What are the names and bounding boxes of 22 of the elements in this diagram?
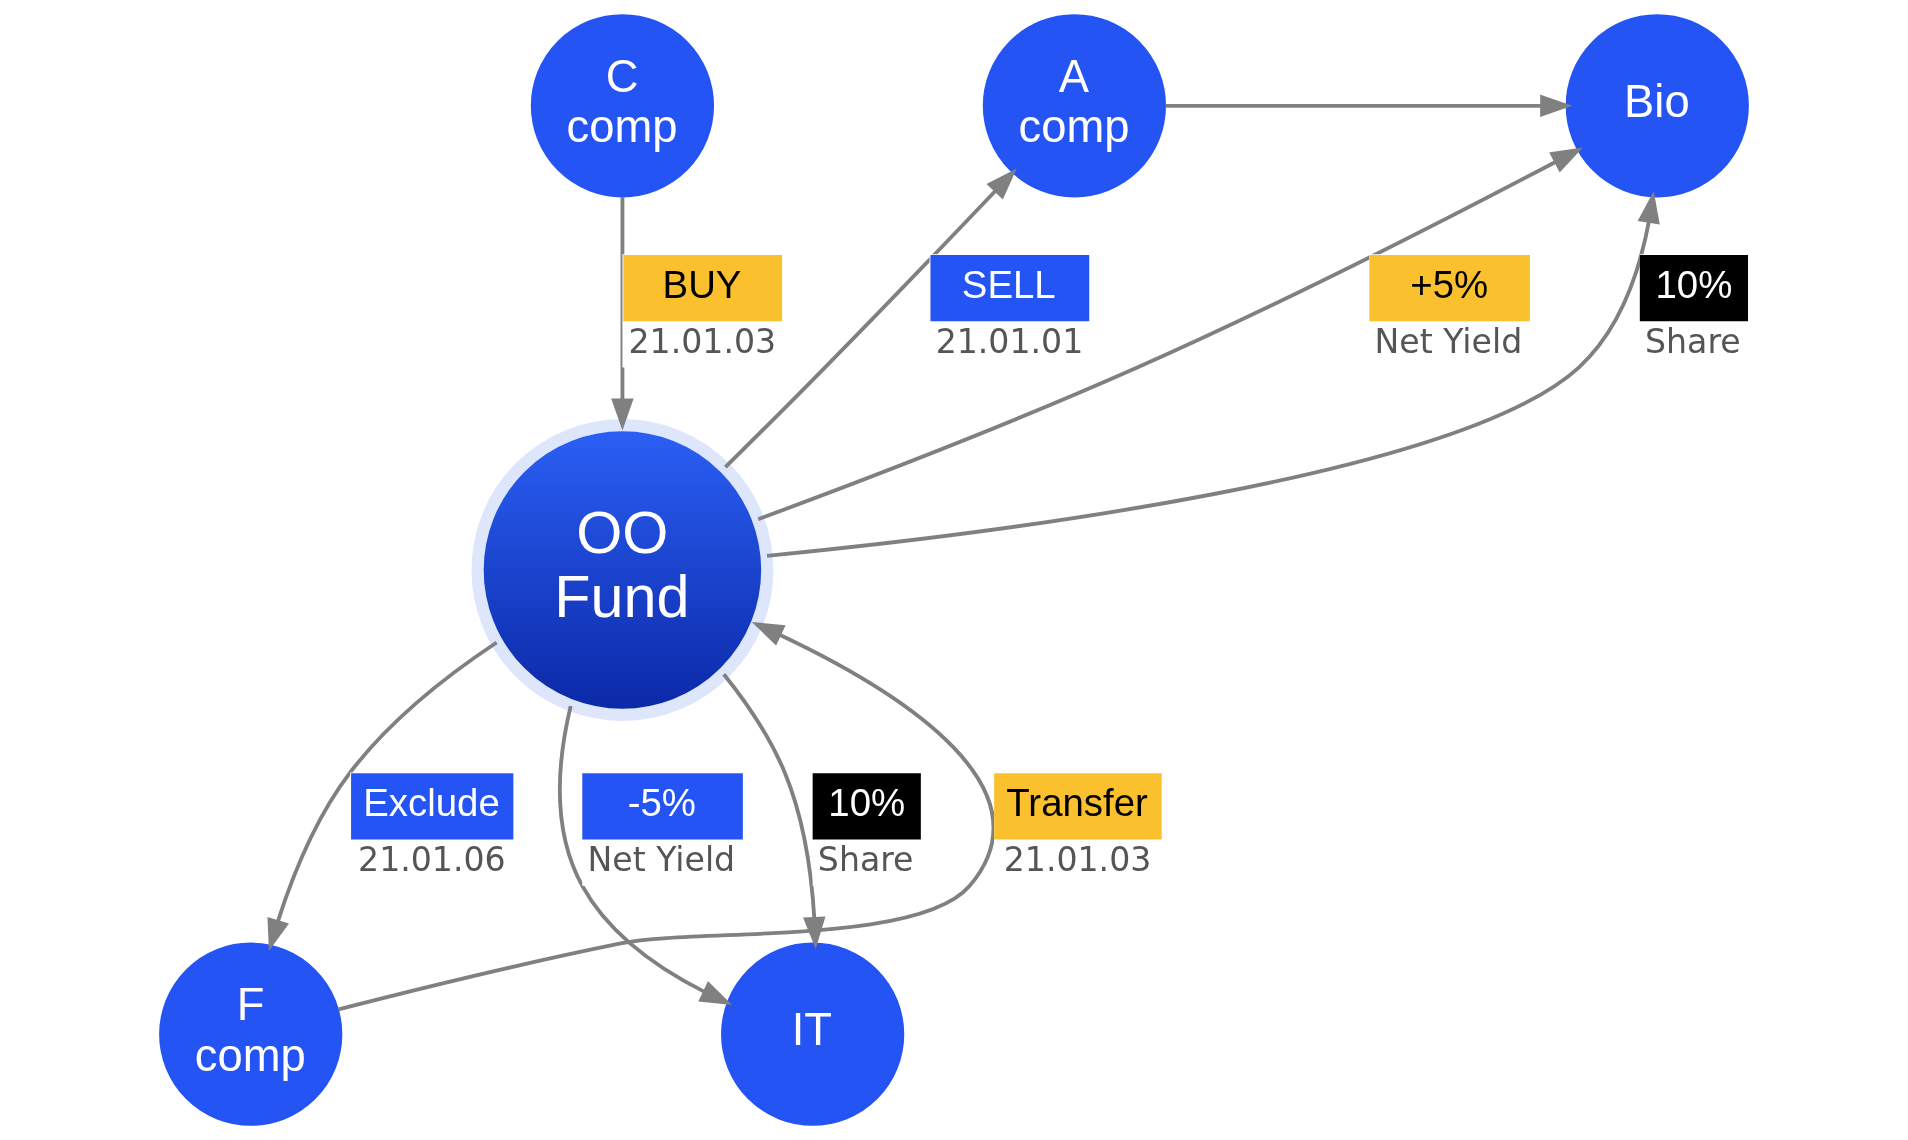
node-circle: OO Fund [471,419,774,721]
edge-label: Transfer 21.01.03 [1003,781,1152,880]
arrow [558,705,733,1005]
node-circle: C comp [530,14,715,198]
arrow [724,168,1017,469]
edge-label: 10% Share [1645,262,1741,362]
edge-label: -5% Net Yield [587,781,736,880]
arrow [757,147,1583,521]
edge-label: 10% Share [817,781,914,880]
arrow [611,196,634,431]
node-circle: IT [721,942,905,1126]
arrow [267,640,498,952]
edge-label: SELL 21.01.01 [935,262,1084,362]
arrow [338,621,995,1012]
edge-label: Exclude 21.01.06 [358,781,506,880]
edge-label: +5% Net Yield [1374,262,1523,362]
arrow [722,673,826,950]
arrow [766,191,1660,558]
node-circle: F comp [159,942,343,1126]
arrow [1165,94,1573,118]
edge-label: BUY 21.01.03 [628,262,777,362]
node-circle: Bio [1565,14,1749,198]
